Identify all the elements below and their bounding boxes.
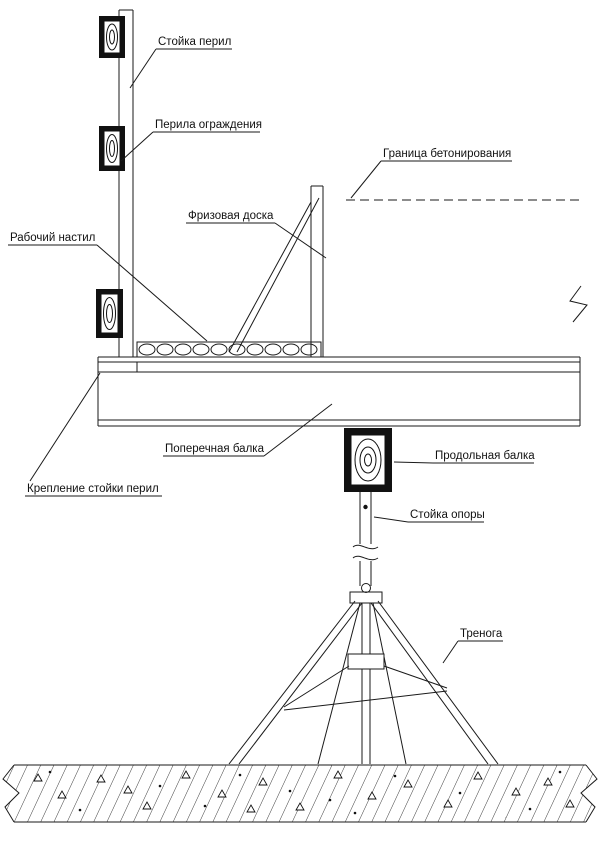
deck-and-transverse-beam bbox=[97, 356, 581, 427]
leader-support-post bbox=[373, 516, 409, 523]
label-railing-post-fastening: Крепление стойки перил bbox=[27, 483, 159, 495]
label-railing-post: Стойка перил bbox=[158, 36, 231, 48]
label-tripod: Тренога bbox=[460, 628, 503, 640]
leader-railing-post bbox=[129, 48, 157, 89]
leader-tripod bbox=[442, 640, 459, 664]
break-symbol-slab-left bbox=[2, 764, 20, 823]
rail-section-middle bbox=[99, 126, 125, 171]
leader-longitudinal-beam bbox=[393, 461, 434, 464]
label-frieze-board: Фризовая доска bbox=[188, 210, 274, 222]
rail-section-bottom bbox=[96, 289, 123, 338]
ground-slab bbox=[2, 764, 598, 823]
guard-rail-sections bbox=[96, 16, 125, 338]
leader-railing-post-fastening bbox=[29, 372, 101, 482]
working-deck-planks bbox=[136, 341, 322, 358]
break-symbol-slab-right bbox=[580, 764, 598, 823]
leader-guard-rail bbox=[120, 131, 154, 162]
leader-working-deck bbox=[96, 244, 208, 342]
aggregate-symbols bbox=[33, 770, 575, 813]
leader-lines bbox=[8, 48, 534, 664]
frieze-board-post bbox=[310, 185, 324, 357]
label-support-post: Стойка опоры bbox=[410, 509, 485, 521]
tripod bbox=[228, 583, 499, 765]
leader-concreting-boundary bbox=[350, 160, 382, 199]
rail-section-top bbox=[99, 16, 125, 58]
break-symbol-right bbox=[569, 285, 588, 323]
aggregate-dots bbox=[48, 770, 562, 815]
longitudinal-beam-section bbox=[344, 428, 392, 492]
diagonal-brace bbox=[228, 197, 320, 353]
support-post bbox=[352, 492, 379, 586]
label-guard-rail: Перила ограждения bbox=[155, 119, 262, 131]
label-concreting-boundary: Граница бетонирования bbox=[383, 148, 511, 160]
leader-frieze-board bbox=[274, 222, 327, 259]
label-longitudinal-beam: Продольная балка bbox=[435, 450, 535, 462]
label-working-deck: Рабочий настил bbox=[10, 232, 95, 244]
leader-transverse-beam bbox=[263, 403, 333, 457]
label-transverse-beam: Поперечная балка bbox=[165, 443, 265, 455]
